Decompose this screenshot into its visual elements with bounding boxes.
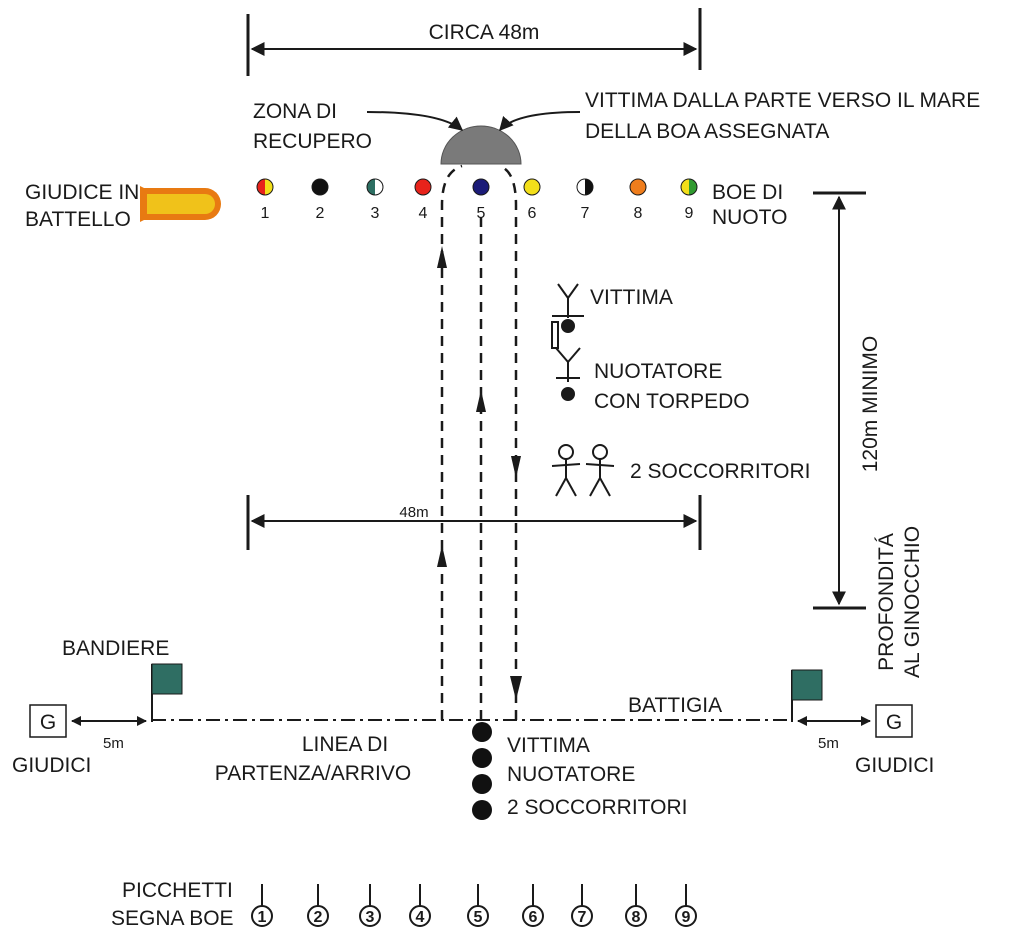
top-width-label: CIRCA 48m [429,21,540,44]
stake-3: 3 [359,884,381,927]
path-arrows [437,246,522,700]
stakes-label-2: SEGNA BOE [111,907,234,930]
stake-1: 1 [251,884,273,927]
stakes-label-1: PICCHETTI [122,879,233,902]
stake-5: 5 [467,884,489,927]
stake-7: 7 [571,884,593,927]
judges-right-label: GIUDICI [855,754,934,777]
buoy-number-2: 2 [316,205,325,222]
buoy-stakes: 1 2 3 4 5 6 7 8 9 [251,884,697,927]
recovery-zone [366,111,581,165]
judges-left-label: GIUDICI [12,754,91,777]
victim-side-label-2: DELLA BOA ASSEGNATA [585,120,829,143]
legend-swimmer-label-1: NUOTATORE [594,360,722,383]
start-order-victim: VITTIMA [507,734,590,757]
judge-box-left-letter: G [40,711,56,734]
buoy-number-6: 6 [528,205,537,222]
stake-number-9: 9 [682,909,691,926]
buoy-number-3: 3 [371,205,380,222]
start-finish-label-2: PARTENZA/ARRIVO [215,762,411,785]
legend-victim-label: VITTIMA [590,286,673,309]
judge-box-left: G [29,704,67,738]
shoreline-label: BATTIGIA [628,694,722,717]
stake-number-6: 6 [529,909,538,926]
mid-width-label: 48m [399,504,428,521]
stake-8: 8 [625,884,647,927]
rescuers-figure [551,444,615,497]
recovery-zone-label-2: RECUPERO [253,130,372,153]
buoy-2: 2 [311,178,329,222]
buoy-3: 3 [366,178,384,222]
buoy-7: 7 [576,178,594,222]
top-width-dimension: CIRCA 48m [246,8,702,76]
buoy-number-5: 5 [477,205,486,222]
buoy-number-1: 1 [261,205,270,222]
judge-box-right: G [875,704,913,738]
buoy-1: 1 [256,178,274,222]
start-order-dots [472,722,492,820]
judge-boat-label-2: BATTELLO [25,208,131,231]
stake-6: 6 [522,884,544,927]
stake-4: 4 [409,884,431,927]
buoy-4: 4 [414,178,432,222]
stake-number-3: 3 [366,909,375,926]
victim-figure [552,283,584,333]
stake-number-7: 7 [578,909,587,926]
recovery-zone-label-1: ZONA DI [253,100,337,123]
victim-side-label-1: VITTIMA DALLA PARTE VERSO IL MARE [585,89,980,112]
buoy-number-8: 8 [634,205,643,222]
stake-number-4: 4 [416,909,425,926]
buoy-6: 6 [523,178,541,222]
stake-number-2: 2 [314,909,323,926]
judge-box-right-letter: G [886,711,902,734]
stake-number-5: 5 [474,909,483,926]
depth-min-label: 120m MINIMO [859,336,882,473]
judge-boat-icon [140,186,221,222]
knee-depth-label-1: PROFONDITÁ [875,533,898,671]
flags-label: BANDIERE [62,637,169,660]
judge-boat-label-1: GIUDICE IN [25,181,139,204]
legend-swimmer-label-2: CON TORPEDO [594,390,750,413]
buoy-number-7: 7 [581,205,590,222]
offset-left-label: 5m [103,735,124,752]
legend-rescuers-label: 2 SOCCORRITORI [630,460,810,483]
knee-depth-label-2: AL GINOCCHIO [901,526,924,678]
flag-left [151,663,183,722]
mid-width-dimension: 48m [246,495,702,550]
stake-number-1: 1 [258,909,267,926]
swim-buoys: 1 2 3 4 5 6 7 8 9 [256,178,698,222]
buoy-8: 8 [629,178,647,222]
offset-right-label: 5m [818,735,839,752]
buoy-number-9: 9 [685,205,694,222]
buoy-number-4: 4 [419,205,428,222]
swimmer-figure [551,321,581,401]
stake-9: 9 [675,884,697,927]
swim-paths [440,164,518,720]
start-order-swimmer: NUOTATORE [507,763,635,786]
stake-number-8: 8 [632,909,641,926]
buoy-9: 9 [680,178,698,222]
start-finish-label-1: LINEA DI [302,733,388,756]
buoys-label-2: NUOTO [712,206,787,229]
start-order-rescuers: 2 SOCCORRITORI [507,796,687,819]
buoys-label-1: BOE DI [712,181,783,204]
depth-dimension [813,191,866,610]
buoy-5: 5 [472,178,490,222]
stake-2: 2 [307,884,329,927]
flag-right [791,669,823,722]
